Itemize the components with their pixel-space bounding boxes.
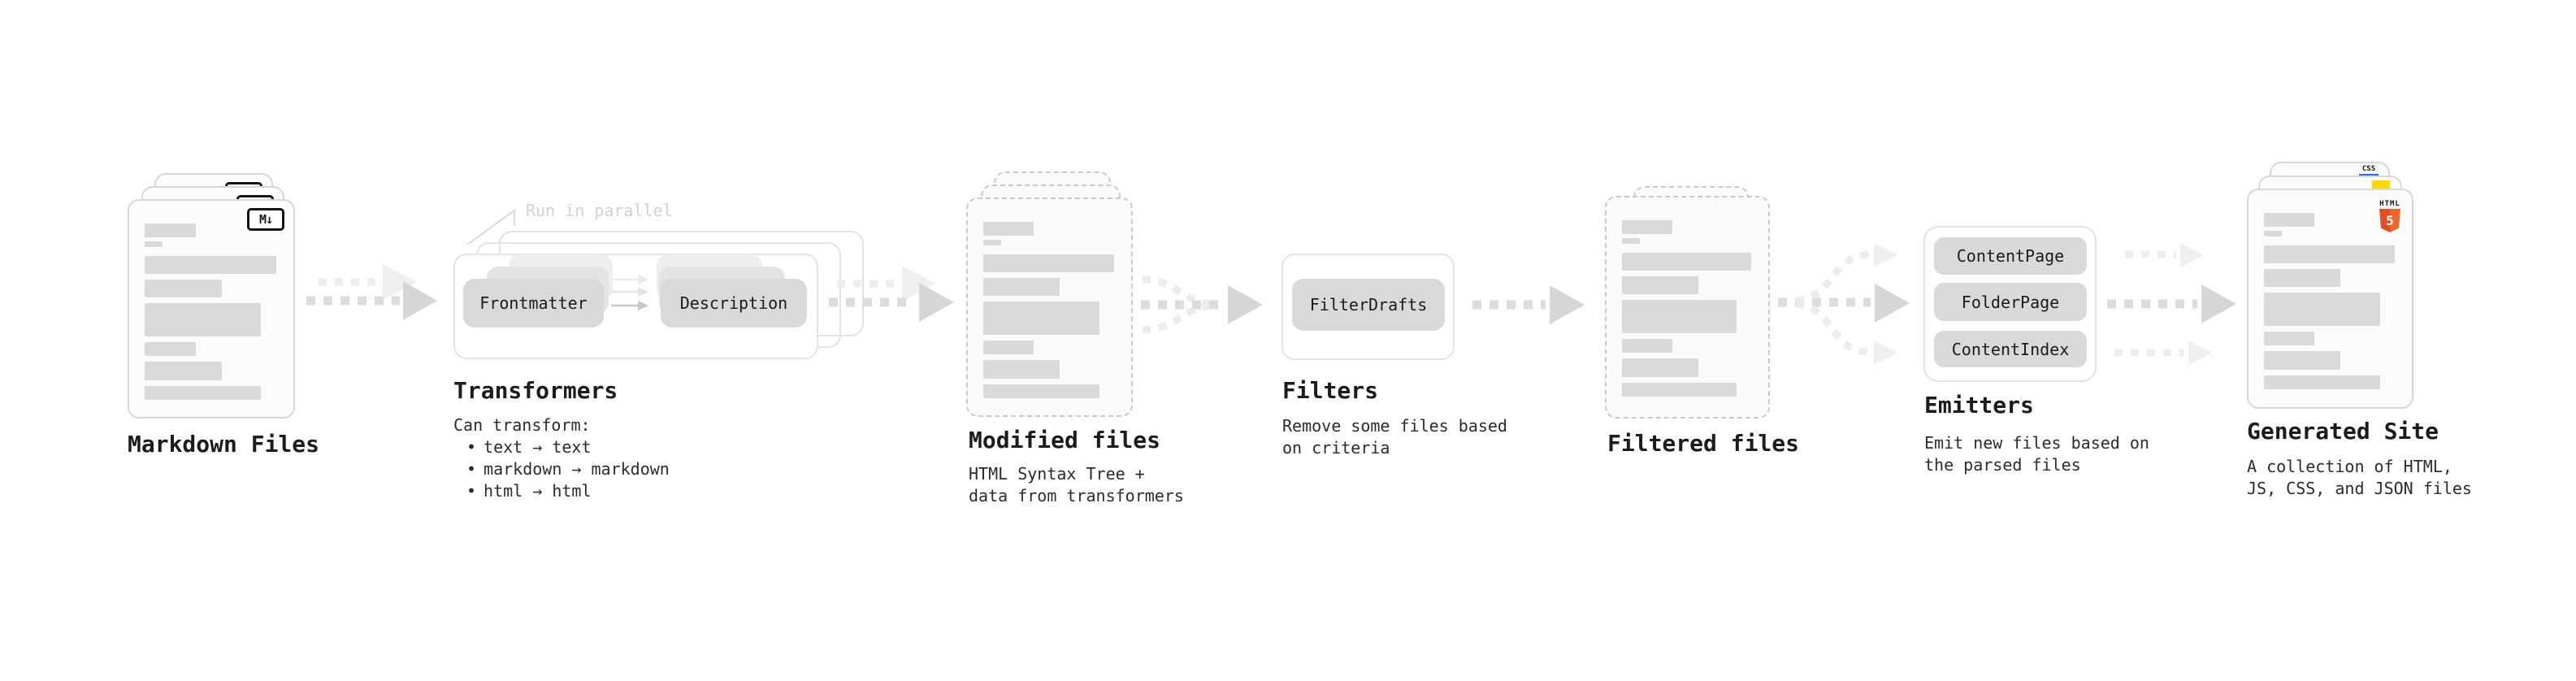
html5-icon: HTML 5 xyxy=(2376,193,2404,232)
placeholder-text-bar xyxy=(983,278,1060,296)
markdown-icon: M↓ xyxy=(247,208,284,231)
transform-bullet: •html → html xyxy=(466,481,592,501)
stage-title-filters: Filters xyxy=(1282,377,1379,404)
arrow-filters-to-filtered xyxy=(1472,285,1585,324)
stage-title-emitters: Emitters xyxy=(1924,392,2034,419)
transformer-chip-frontmatter: Frontmatter xyxy=(463,279,604,327)
placeholder-text-bar xyxy=(983,240,1002,245)
stage-title-filtered-files: Filtered files xyxy=(1607,430,1800,457)
placeholder-text-bar xyxy=(1622,253,1752,271)
placeholder-text-bar xyxy=(145,241,163,247)
placeholder-text-bar xyxy=(2264,293,2380,326)
placeholder-text-bar xyxy=(983,222,1034,236)
placeholder-text-bar xyxy=(145,362,222,380)
arrow-markdown-to-transformers xyxy=(306,264,437,320)
placeholder-text-bar xyxy=(983,301,1099,335)
transform-bullet: •markdown → markdown xyxy=(466,459,670,479)
placeholder-text-bar xyxy=(2264,375,2380,389)
placeholder-text-bar xyxy=(2264,231,2283,236)
emitters-subtitle: Emit new files based on the parsed files xyxy=(1924,433,2149,475)
markdown-document-front: M↓ xyxy=(128,199,295,419)
placeholder-text-bar xyxy=(2264,245,2395,263)
transformers-description: Can transform: •text → text •markdown → … xyxy=(453,414,670,502)
generated-document-html: HTML 5 xyxy=(2247,189,2413,409)
placeholder-text-bar xyxy=(1622,358,1698,377)
placeholder-text-bar xyxy=(1622,238,1640,244)
placeholder-text-bar xyxy=(2264,332,2315,345)
emitter-chip-contentindex: ContentIndex xyxy=(1934,331,2087,367)
placeholder-text-bar xyxy=(145,303,262,336)
placeholder-text-bar xyxy=(1622,220,1672,234)
placeholder-text-bar xyxy=(1622,383,1737,397)
placeholder-text-bar xyxy=(145,223,196,237)
placeholder-text-bar xyxy=(983,384,1099,398)
placeholder-text-bar xyxy=(145,256,276,274)
placeholder-text-bar xyxy=(1622,300,1737,333)
transformers-caption: Can transform: xyxy=(453,415,591,435)
placeholder-text-bar xyxy=(983,340,1034,354)
placeholder-text-bar xyxy=(983,254,1114,272)
placeholder-text-bar xyxy=(1622,276,1698,294)
placeholder-text-bar xyxy=(2264,269,2341,287)
placeholder-text-bar xyxy=(1622,339,1672,353)
placeholder-text-bar xyxy=(145,386,262,400)
js-file-icon xyxy=(2372,180,2390,189)
run-in-parallel-annotation: Run in parallel xyxy=(526,201,673,220)
modified-document-front xyxy=(966,197,1133,417)
transformer-chip-description: Description xyxy=(661,279,807,327)
placeholder-text-bar xyxy=(2264,213,2315,227)
placeholder-text-bar xyxy=(145,280,222,297)
placeholder-text-bar xyxy=(145,342,196,356)
emitter-chip-contentpage: ContentPage xyxy=(1934,237,2087,275)
filters-subtitle: Remove some files based on criteria xyxy=(1282,416,1507,458)
arrow-modified-to-filters-fan-in xyxy=(1141,275,1263,334)
placeholder-text-bar xyxy=(2264,351,2341,370)
arrows-emitters-to-generated xyxy=(2107,243,2236,365)
arrow-filtered-to-emitters-fan-out xyxy=(1778,243,1910,365)
modified-files-subtitle: HTML Syntax Tree + data from transformer… xyxy=(969,464,1184,505)
placeholder-text-bar xyxy=(983,360,1060,379)
emitter-chip-folderpage: FolderPage xyxy=(1934,283,2087,321)
stage-title-markdown-files: Markdown Files xyxy=(128,431,320,458)
stage-title-generated-site: Generated Site xyxy=(2247,418,2439,445)
transform-bullet: •text → text xyxy=(466,437,592,457)
stage-title-modified-files: Modified files xyxy=(969,427,1161,453)
generated-site-subtitle: A collection of HTML, JS, CSS, and JSON … xyxy=(2247,457,2472,498)
filtered-document-front xyxy=(1605,196,1770,419)
filter-chip-filterdrafts: FilterDrafts xyxy=(1292,279,1445,331)
stage-title-transformers: Transformers xyxy=(453,377,618,404)
